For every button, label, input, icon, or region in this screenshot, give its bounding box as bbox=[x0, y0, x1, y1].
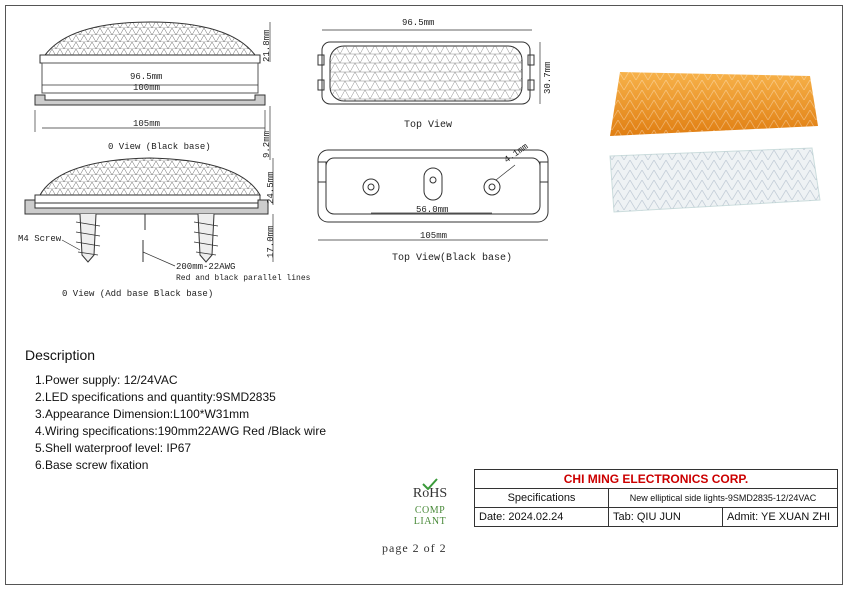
description-item: 6.Base screw fixation bbox=[35, 458, 149, 472]
label-wire: 200mm-22AWG bbox=[176, 262, 236, 272]
side-view-black-base bbox=[34, 21, 271, 160]
side-view-add-base bbox=[24, 157, 274, 267]
caption-side-view-base: 0 View (Add base Black base) bbox=[62, 289, 214, 299]
rohs-mark: RoHS bbox=[412, 486, 448, 501]
dim-top-height-view: 30.7mm bbox=[543, 61, 553, 94]
dim-hole-spacing: 56.0mm bbox=[416, 205, 449, 215]
description-item: 1.Power supply: 12/24VAC bbox=[35, 373, 178, 387]
description-list: 1.Power supply: 12/24VAC 2.LED specifica… bbox=[35, 372, 326, 474]
description-item: 4.Wiring specifications:190mm22AWG Red /… bbox=[35, 424, 326, 438]
company-name: CHI MING ELECTRONICS CORP. bbox=[474, 469, 838, 489]
spec-label: Specifications bbox=[474, 488, 609, 508]
page-border bbox=[5, 5, 843, 585]
check-icon bbox=[422, 478, 438, 490]
dim-base-width: 105mm bbox=[420, 231, 448, 241]
spec-value: New elliptical side lights-9SMD2835-12/2… bbox=[608, 488, 838, 508]
rohs-sub: COMP LIANT bbox=[413, 505, 447, 527]
rohs-logo: RoHS COMP LIANT bbox=[400, 478, 460, 527]
dim-base-height: 9.2mm bbox=[262, 130, 272, 158]
dim-inner-width: 96.5mm bbox=[130, 72, 163, 82]
dim-height-bottom: 24.5mm bbox=[266, 171, 276, 204]
admit-cell: Admit: YE XUAN ZHI bbox=[722, 507, 838, 527]
page-number: page 2 of 2 bbox=[382, 541, 447, 555]
title-block: CHI MING ELECTRONICS CORP. Specification… bbox=[474, 469, 838, 527]
tab-cell: Tab: QIU JUN bbox=[608, 507, 723, 527]
label-wire-note: Red and black parallel lines bbox=[176, 274, 311, 283]
dim-top-width: 96.5mm bbox=[402, 18, 435, 28]
date-cell: Date: 2024.02.24 bbox=[474, 507, 609, 527]
label-screw: M4 Screw bbox=[18, 234, 62, 244]
description-title: Description bbox=[25, 347, 96, 363]
description-item: 5.Shell waterproof level: IP67 bbox=[35, 441, 192, 455]
description-item: 3.Appearance Dimension:L100*W31mm bbox=[35, 407, 250, 421]
top-view-base bbox=[317, 149, 549, 241]
dim-screw-length: 17.0mm bbox=[266, 225, 276, 258]
dim-top-height: 21.8mm bbox=[262, 29, 272, 62]
product-photo bbox=[609, 72, 821, 213]
top-view-lens bbox=[317, 29, 541, 105]
dim-outer-width: 105mm bbox=[133, 119, 161, 129]
dim-mid-width: 100mm bbox=[133, 83, 161, 93]
caption-top-view-base: Top View(Black base) bbox=[392, 253, 513, 264]
caption-top-view: Top View bbox=[404, 120, 453, 131]
caption-side-view: 0 View (Black base) bbox=[108, 142, 211, 152]
description-item: 2.LED specifications and quantity:9SMD28… bbox=[35, 390, 276, 404]
